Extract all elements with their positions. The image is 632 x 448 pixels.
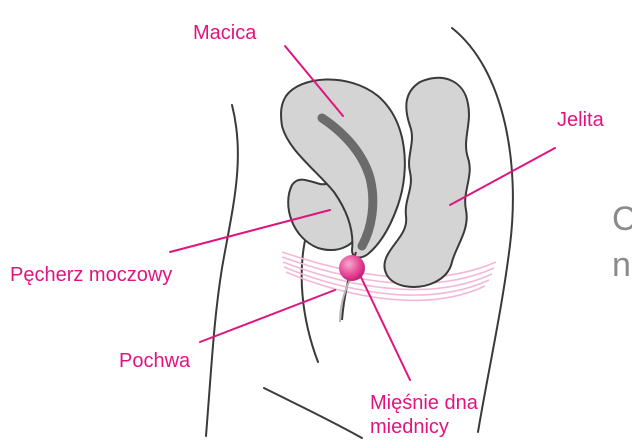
thigh-contour-2: [302, 228, 318, 362]
leader-vagina: [200, 290, 335, 342]
label-intestine: Jelita: [557, 108, 604, 132]
cropped-side-text-line1: C: [612, 196, 632, 242]
cropped-side-text: C n: [612, 196, 632, 288]
leader-pelvic-floor: [360, 275, 410, 380]
label-bladder: Pęcherz moczowy: [10, 263, 172, 287]
label-vagina: Pochwa: [119, 349, 190, 373]
cropped-side-text-line2: n: [612, 242, 632, 288]
front-contour: [206, 105, 238, 436]
label-uterus: Macica: [193, 21, 256, 45]
thigh-contour: [264, 388, 362, 438]
label-pelvic-floor-line2: miednicy: [370, 415, 478, 439]
label-pelvic-floor-line1: Mięśnie dna: [370, 391, 478, 415]
label-pelvic-floor: Mięśnie dna miednicy: [370, 391, 478, 439]
